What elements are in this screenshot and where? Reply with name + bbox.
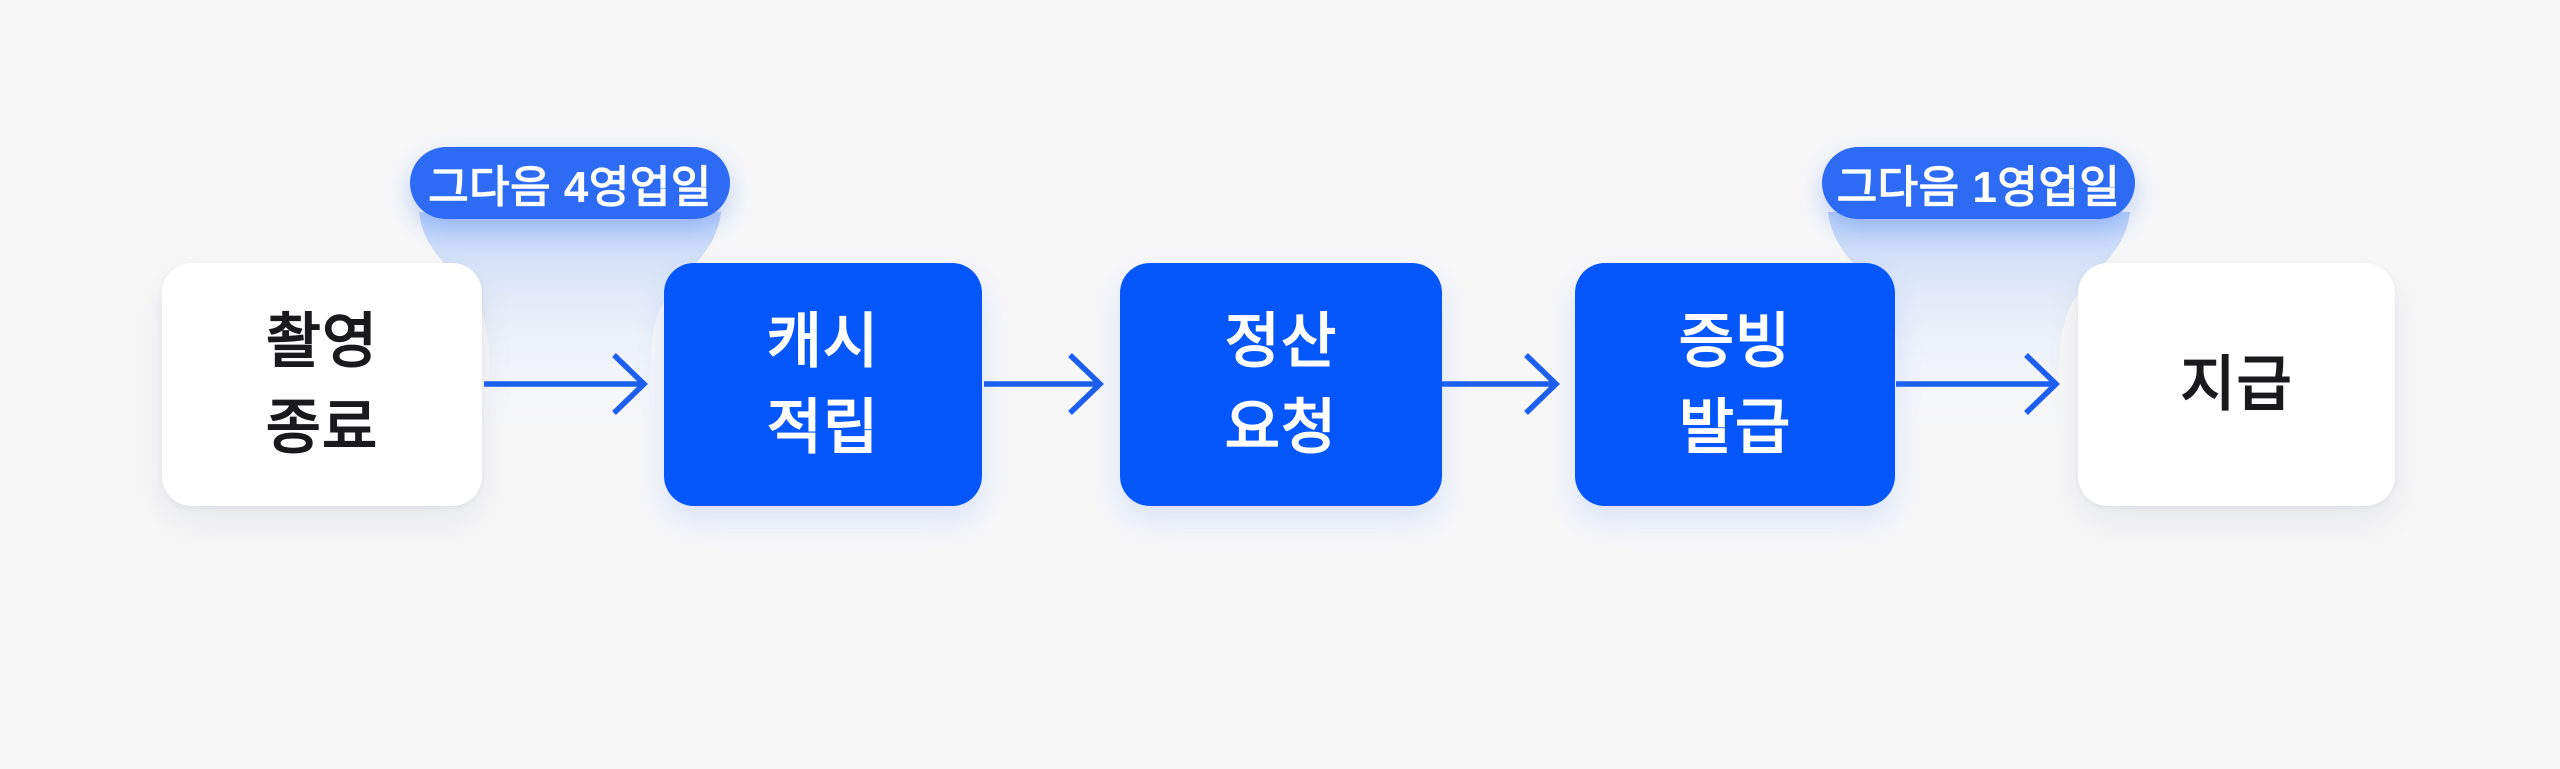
flow-arrow-icon <box>1442 349 1564 419</box>
step-receipt-issuance: 증빙 발급 <box>1575 263 1895 506</box>
funnel-glow <box>1828 212 2130 432</box>
step-filming-complete: 촬영 종료 <box>162 263 482 506</box>
step-settlement-request: 정산 요청 <box>1120 263 1442 506</box>
step-label: 정산 요청 <box>1224 307 1338 461</box>
badge-label: 그다음 4영업일 <box>428 163 712 212</box>
funnel-glow <box>419 212 721 432</box>
badge-next-1-business-day: 그다음 1영업일 <box>1822 147 2135 219</box>
step-label: 증빙 발급 <box>1678 307 1792 461</box>
flow-arrow-icon <box>1896 349 2064 419</box>
step-label: 캐시 적립 <box>766 307 880 461</box>
flow-arrow-icon <box>984 349 1108 419</box>
step-label: 지급 <box>2180 350 2293 418</box>
step-payout: 지급 <box>2078 263 2395 506</box>
step-label: 촬영 종료 <box>265 307 379 461</box>
step-cash-accrual: 캐시 적립 <box>664 263 982 506</box>
badge-label: 그다음 1영업일 <box>1836 163 2121 212</box>
badge-next-4-business-days: 그다음 4영업일 <box>410 147 730 219</box>
flow-arrow-icon <box>484 349 652 419</box>
